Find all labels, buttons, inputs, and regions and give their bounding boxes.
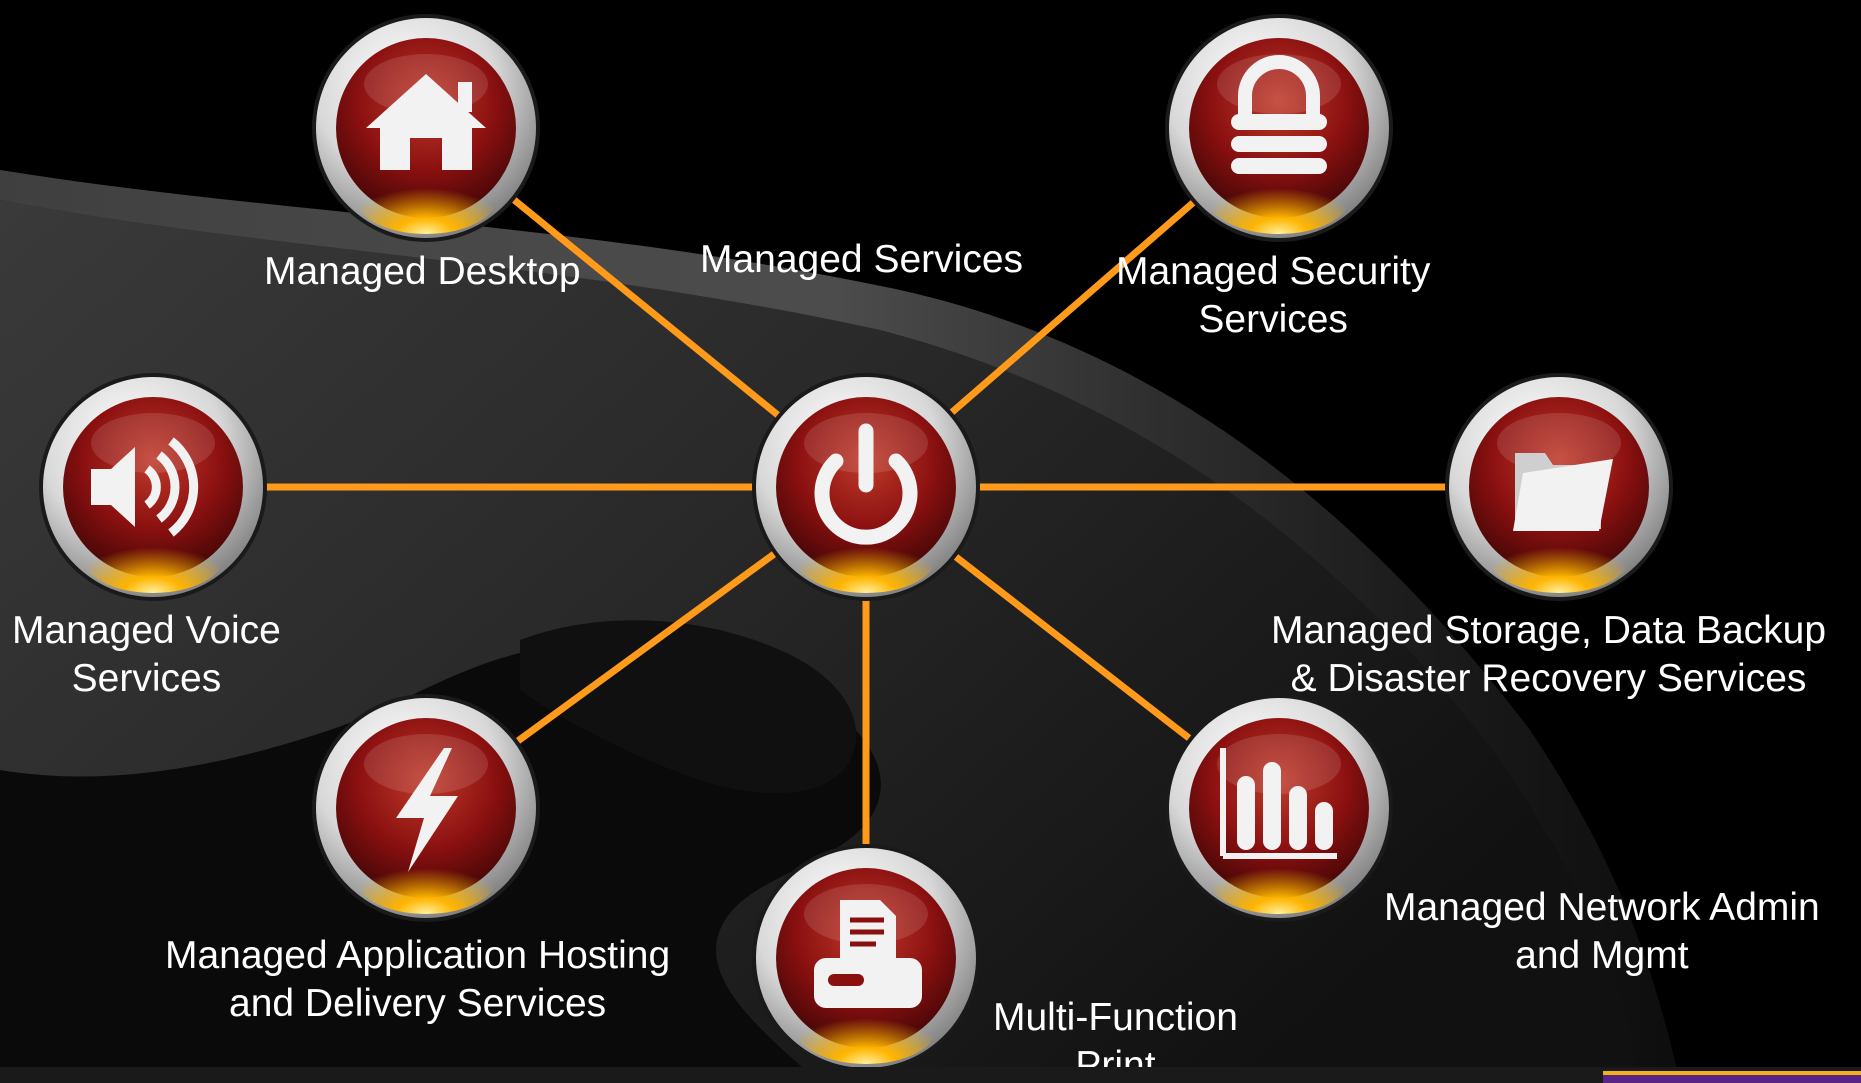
- node-managed-voice[interactable]: [35, 369, 271, 605]
- label-line: Services: [1198, 298, 1348, 341]
- bar-chart-icon: [1220, 748, 1337, 859]
- label-line: Services: [71, 657, 222, 700]
- home-icon: [366, 74, 486, 170]
- label-line: Managed Security: [1116, 250, 1431, 293]
- bottom-bar: [0, 1067, 1861, 1083]
- label-managed-network: Managed Network Admin and Mgmt: [1384, 884, 1820, 980]
- label-line: Managed Voice: [12, 609, 281, 652]
- center-node[interactable]: [748, 369, 984, 605]
- lock-icon: [1231, 55, 1327, 174]
- label-managed-voice: Managed Voice Services: [12, 607, 281, 703]
- center-label-text: Managed Services: [700, 238, 1024, 281]
- label-line: and Mgmt: [1515, 934, 1689, 977]
- connector-network: [950, 552, 1195, 743]
- label-line: Managed Network Admin: [1384, 886, 1820, 929]
- label-line: Multi-Function: [993, 996, 1238, 1039]
- folder-icon: [1513, 453, 1613, 531]
- printer-icon: [814, 900, 922, 1008]
- power-icon: [814, 423, 918, 545]
- label-line: & Disaster Recovery Services: [1290, 657, 1807, 700]
- node-managed-application-hosting[interactable]: [308, 690, 544, 926]
- node-managed-network[interactable]: [1161, 690, 1397, 926]
- connector-apphosting: [512, 549, 780, 746]
- label-line: Managed Storage, Data Backup: [1271, 609, 1827, 652]
- label-line: Managed Application Hosting: [165, 934, 671, 977]
- center-label: Managed Services: [700, 236, 1023, 284]
- node-managed-desktop[interactable]: [308, 10, 544, 246]
- node-managed-security[interactable]: [1161, 10, 1397, 246]
- lightning-icon: [396, 748, 458, 872]
- node-managed-storage[interactable]: [1441, 369, 1677, 605]
- connector-security: [947, 197, 1198, 418]
- connector-desktop: [509, 195, 783, 420]
- label-managed-desktop: Managed Desktop: [264, 248, 581, 296]
- label-line: and Delivery Services: [229, 982, 607, 1025]
- label-managed-storage: Managed Storage, Data Backup & Disaster …: [1271, 607, 1826, 703]
- node-multi-function-print[interactable]: [748, 840, 984, 1076]
- label-managed-application-hosting: Managed Application Hosting and Delivery…: [165, 932, 670, 1028]
- label-managed-security: Managed Security Services: [1116, 248, 1430, 344]
- label-line: Managed Desktop: [264, 250, 581, 293]
- speaker-icon: [91, 437, 199, 537]
- corner-accent-bar: [1603, 1071, 1861, 1083]
